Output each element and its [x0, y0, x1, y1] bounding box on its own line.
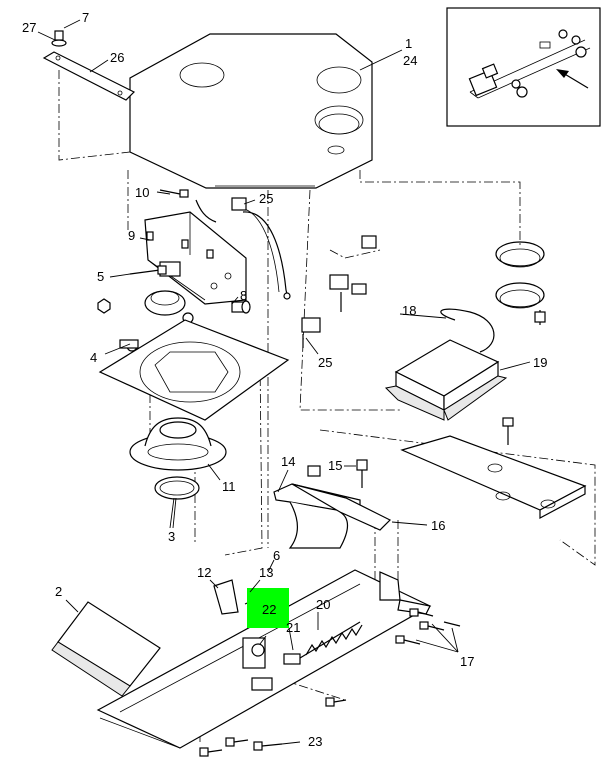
cable-assembly-25: [195, 197, 291, 300]
callout-8: 8: [240, 288, 247, 303]
spring-20: [283, 621, 363, 665]
callout-14: 14: [281, 454, 295, 469]
highlight-box[interactable]: [247, 588, 289, 628]
callout-23: 23: [308, 734, 322, 749]
gasket-rings: [495, 241, 546, 325]
callout-21: 21: [286, 620, 300, 635]
callout-27: 27: [22, 20, 36, 35]
callout-15: 15: [328, 458, 342, 473]
electronic-box-19: [384, 339, 508, 421]
bracket-bar-26: [42, 30, 136, 101]
top-plate: [129, 33, 373, 189]
callout-18: 18: [402, 303, 416, 318]
callout-5: 5: [97, 269, 104, 284]
callout-13: 13: [259, 565, 273, 580]
bushing-8: [231, 300, 251, 314]
callout-25-bottom: 25: [318, 355, 332, 370]
highlight-22[interactable]: [247, 588, 289, 628]
callout-17: 17: [460, 654, 474, 669]
cover-2: [51, 601, 161, 697]
hex-nut: [97, 298, 111, 314]
arrow-icon: [556, 69, 589, 89]
callout-9: 9: [128, 228, 135, 243]
screw-5: [129, 265, 167, 275]
callout-25-top: 25: [259, 191, 273, 206]
angle-bracket: [400, 417, 587, 519]
bolts-23: [199, 697, 347, 757]
callout-3: 3: [168, 529, 175, 544]
leader-lines: [37, 19, 531, 745]
cable-clamp-25: [301, 235, 377, 348]
callout-11: 11: [222, 479, 236, 494]
ring-3: [154, 476, 200, 500]
callout-19: 19: [533, 355, 547, 370]
bolts-17: [395, 608, 461, 645]
callout-16: 16: [431, 518, 445, 533]
mount-bracket-16: [291, 459, 392, 531]
callout-labels: 1 24 2 3 4 5 6 7 8 9 10 11 12 13 14 15 1…: [22, 10, 547, 749]
screw-10: [159, 189, 189, 198]
callout-22: 22: [262, 602, 276, 617]
callout-2: 2: [55, 584, 62, 599]
callout-24: 24: [403, 53, 417, 68]
callout-20: 20: [316, 597, 330, 612]
callout-1: 1: [405, 36, 412, 51]
mounting-bracket-9: [144, 211, 247, 305]
diaphragm-housing-11: [129, 417, 227, 471]
washer-27: [51, 30, 67, 47]
vehicle-locator-inset: [446, 7, 601, 127]
base-plate: [98, 319, 290, 421]
truck-chassis-sketch: [468, 29, 591, 99]
clevis-assembly: [242, 637, 273, 691]
callout-4: 4: [90, 350, 97, 365]
cable-18: [440, 308, 495, 353]
callout-12: 12: [197, 565, 211, 580]
callout-26: 26: [110, 50, 124, 65]
callout-7: 7: [82, 10, 89, 25]
callout-6: 6: [273, 548, 280, 563]
valve-fitting: [144, 290, 194, 324]
callout-10: 10: [135, 185, 149, 200]
